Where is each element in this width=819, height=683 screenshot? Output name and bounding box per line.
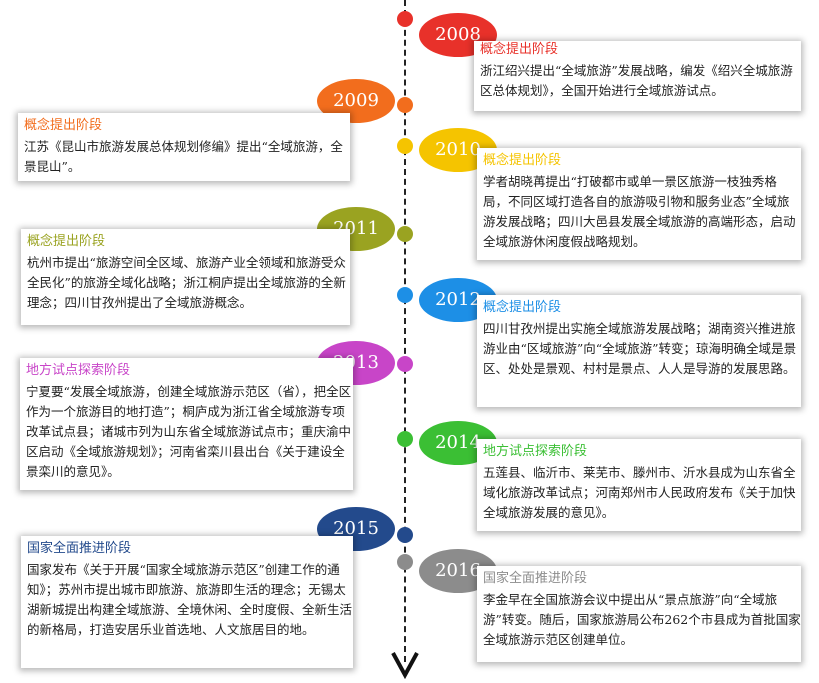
- event-text-2013: 宁夏要“发展全域旅游，创建全域旅游示范区（省），把全区作为一个旅游目的地打造”；…: [26, 384, 352, 479]
- event-card-2015: 国家全面推进阶段 国家发布《关于开展“国家全域旅游示范区”创建工作的通知》；苏州…: [21, 536, 353, 668]
- timeline-axis: [404, 0, 406, 662]
- event-stage-2011: 概念提出阶段: [27, 234, 106, 249]
- event-stage-2008: 概念提出阶段: [480, 42, 559, 57]
- event-stage-2015: 国家全面推进阶段: [27, 541, 132, 556]
- event-card-2016: 国家全面推进阶段 李金早在全国旅游会议中提出从“景点旅游”向“全域旅游”转变。随…: [477, 566, 801, 662]
- timeline-dot-2013: [397, 356, 413, 372]
- event-card-2010: 概念提出阶段 学者胡晓苒提出“打破都市或单一景区旅游一枝独秀格局，不同区域打造各…: [477, 148, 801, 260]
- event-card-2012: 概念提出阶段 四川甘孜州提出实施全域旅游发展战略；湖南资兴推进旅游业由“区域旅游…: [477, 295, 801, 407]
- event-stage-2016: 国家全面推进阶段: [483, 571, 588, 586]
- event-text-2008: 浙江绍兴提出“全域旅游”发展战略，编发《绍兴全城旅游区总体规划》，全国开始进行全…: [480, 63, 793, 98]
- timeline-dot-2012: [397, 287, 413, 303]
- event-card-2011: 概念提出阶段 杭州市提出“旅游空间全区域、旅游产业全领域和旅游受众全民化”的旅游…: [21, 229, 350, 325]
- event-card-2008: 概念提出阶段 浙江绍兴提出“全域旅游”发展战略，编发《绍兴全城旅游区总体规划》，…: [474, 41, 801, 111]
- event-card-2009: 概念提出阶段 江苏《昆山市旅游发展总体规划修编》提出“全域旅游，全景昆山”。: [18, 113, 350, 181]
- event-card-2013: 地方试点探索阶段 宁夏要“发展全域旅游，创建全域旅游示范区（省），把全区作为一个…: [20, 358, 353, 490]
- arrow-down-icon: [391, 652, 419, 679]
- event-text-2011: 杭州市提出“旅游空间全区域、旅游产业全领域和旅游受众全民化”的旅游全域化战略；浙…: [27, 255, 346, 310]
- timeline-dot-2008: [397, 11, 413, 27]
- event-stage-2014: 地方试点探索阶段: [483, 444, 588, 459]
- event-text-2012: 四川甘孜州提出实施全域旅游发展战略；湖南资兴推进旅游业由“区域旅游”向“全域旅游…: [483, 321, 797, 376]
- timeline-dot-2014: [397, 431, 413, 447]
- timeline-dot-2009: [397, 97, 413, 113]
- event-card-2014: 地方试点探索阶段 五莲县、临沂市、莱芜市、滕州市、沂水县成为山东省全域化旅游改革…: [477, 439, 801, 531]
- timeline-dot-2010: [397, 138, 413, 154]
- event-text-2009: 江苏《昆山市旅游发展总体规划修编》提出“全域旅游，全景昆山”。: [24, 139, 343, 174]
- timeline-dot-2011: [397, 226, 413, 242]
- event-text-2016: 李金早在全国旅游会议中提出从“景点旅游”向“全域旅游”转变。随后，国家旅游局公布…: [483, 592, 801, 647]
- event-stage-2013: 地方试点探索阶段: [26, 363, 131, 378]
- timeline-dot-2015: [397, 527, 413, 543]
- timeline-dot-2016: [397, 554, 413, 570]
- event-stage-2009: 概念提出阶段: [24, 118, 103, 133]
- event-stage-2010: 概念提出阶段: [483, 153, 562, 168]
- event-text-2010: 学者胡晓苒提出“打破都市或单一景区旅游一枝独秀格局，不同区域打造各自的旅游吸引物…: [483, 174, 796, 249]
- event-stage-2012: 概念提出阶段: [483, 300, 562, 315]
- event-text-2014: 五莲县、临沂市、莱芜市、滕州市、沂水县成为山东省全域化旅游改革试点；河南郑州市人…: [483, 465, 796, 520]
- event-text-2015: 国家发布《关于开展“国家全域旅游示范区”创建工作的通知》；苏州市提出城市即旅游、…: [27, 562, 353, 637]
